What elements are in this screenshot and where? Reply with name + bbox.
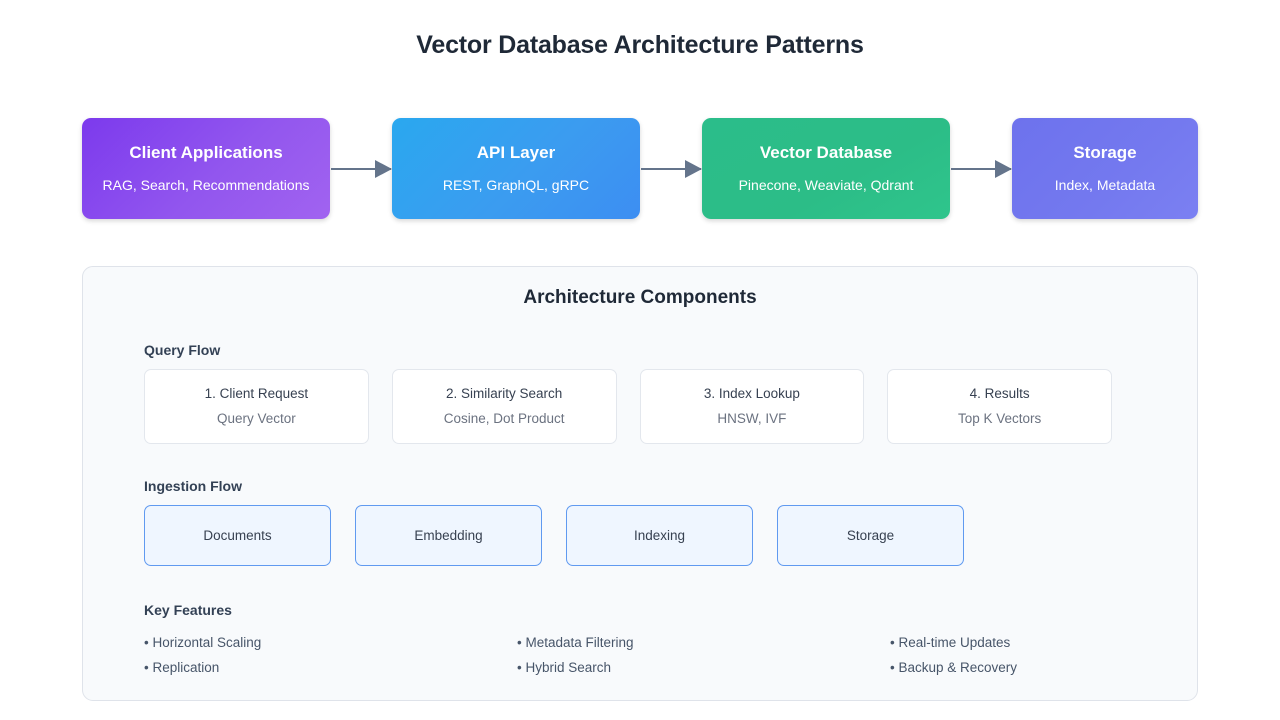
- architecture-components-panel: Architecture Components Query Flow 1. Cl…: [82, 266, 1198, 701]
- query-card-subtitle: Cosine, Dot Product: [443, 411, 565, 426]
- feature-item: • Hybrid Search: [517, 660, 612, 675]
- flow-node-title: Storage: [1073, 143, 1137, 163]
- flow-node-subtitle: Pinecone, Weaviate, Qdrant: [738, 176, 914, 193]
- query-flow-card-similarity-search[interactable]: 2. Similarity Search Cosine, Dot Product: [391, 369, 617, 444]
- key-features-column-3: • Real-time Updates • Backup & Recovery: [890, 630, 1144, 680]
- section-label-query-flow: Query Flow: [144, 342, 221, 358]
- flow-node-title: Vector Database: [759, 143, 893, 163]
- key-features-grid: • Horizontal Scaling • Replication • Met…: [144, 630, 1144, 680]
- section-label-key-features: Key Features: [144, 602, 232, 618]
- flow-node-storage[interactable]: Storage Index, Metadata: [1012, 118, 1198, 219]
- query-card-subtitle: Query Vector: [216, 411, 296, 426]
- flow-node-title: Client Applications: [129, 143, 283, 163]
- key-features-column-2: • Metadata Filtering • Hybrid Search: [517, 630, 890, 680]
- query-card-title: 3. Index Lookup: [703, 385, 800, 401]
- feature-item: • Real-time Updates: [890, 635, 1011, 650]
- flow-node-client-applications[interactable]: Client Applications RAG, Search, Recomme…: [82, 118, 330, 219]
- panel-title: Architecture Components: [523, 287, 757, 308]
- key-features-column-1: • Horizontal Scaling • Replication: [144, 630, 517, 680]
- flow-node-api-layer[interactable]: API Layer REST, GraphQL, gRPC: [392, 118, 640, 219]
- feature-item: • Replication: [144, 660, 220, 675]
- ingestion-card-documents[interactable]: Documents: [144, 505, 331, 566]
- query-card-subtitle: HNSW, IVF: [717, 411, 787, 426]
- pipeline-flow: Client Applications RAG, Search, Recomme…: [82, 118, 1198, 219]
- page-title: Vector Database Architecture Patterns: [416, 31, 864, 59]
- feature-item: • Metadata Filtering: [517, 635, 634, 650]
- feature-item: • Backup & Recovery: [890, 660, 1018, 675]
- flow-node-title: API Layer: [476, 143, 556, 163]
- arrow-right-icon: [951, 160, 1012, 178]
- query-card-title: 1. Client Request: [204, 385, 309, 401]
- ingestion-card-embedding[interactable]: Embedding: [355, 505, 542, 566]
- feature-item: • Horizontal Scaling: [144, 635, 262, 650]
- ingestion-flow-row: Documents Embedding Indexing Storage: [144, 505, 965, 566]
- query-flow-row: 1. Client Request Query Vector 2. Simila…: [144, 369, 1112, 444]
- flow-node-subtitle: Index, Metadata: [1054, 176, 1156, 193]
- query-flow-card-index-lookup[interactable]: 3. Index Lookup HNSW, IVF: [639, 369, 865, 444]
- query-flow-card-client-request[interactable]: 1. Client Request Query Vector: [144, 369, 369, 444]
- section-label-ingestion-flow: Ingestion Flow: [144, 478, 242, 494]
- flow-node-subtitle: RAG, Search, Recommendations: [102, 176, 310, 193]
- ingestion-card-indexing[interactable]: Indexing: [566, 505, 753, 566]
- flow-node-vector-database[interactable]: Vector Database Pinecone, Weaviate, Qdra…: [702, 118, 950, 219]
- arrow-right-icon: [641, 160, 702, 178]
- flow-node-subtitle: REST, GraphQL, gRPC: [442, 176, 590, 193]
- ingestion-card-storage[interactable]: Storage: [777, 505, 964, 566]
- arrow-right-icon: [331, 160, 392, 178]
- query-card-title: 2. Similarity Search: [445, 385, 563, 401]
- query-flow-card-results[interactable]: 4. Results Top K Vectors: [887, 369, 1112, 444]
- query-card-subtitle: Top K Vectors: [957, 411, 1042, 426]
- query-card-title: 4. Results: [969, 385, 1030, 401]
